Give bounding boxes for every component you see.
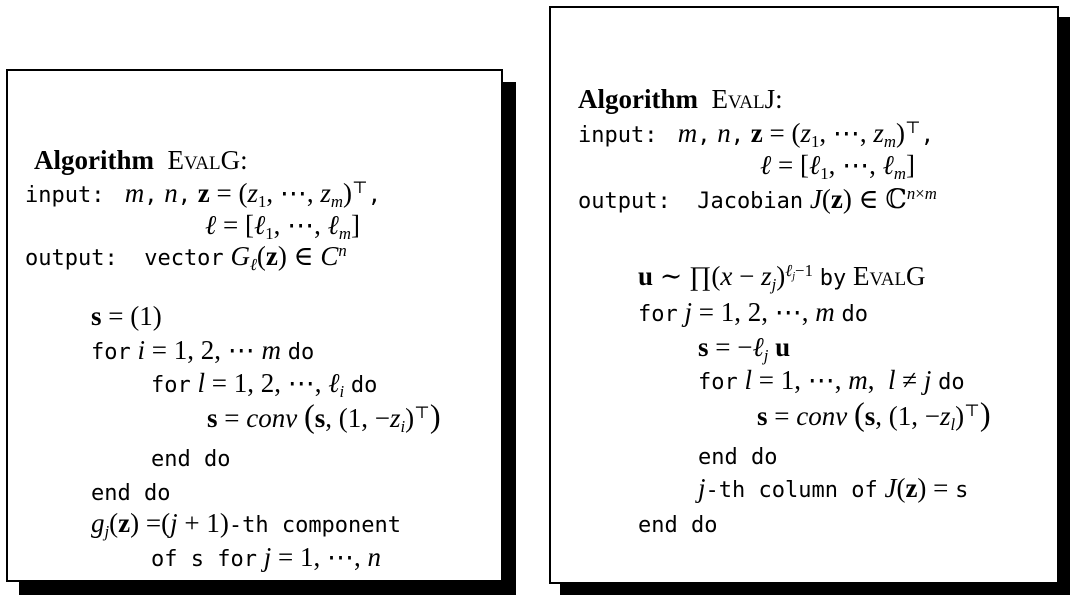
body-line-7: gj(z) =(j + 1)-th component: [91, 508, 402, 542]
body-line-5: s = conv (s, (1, −zl)⊤): [757, 397, 991, 435]
input-line: input: m, n, z = (z1, ⋯, zm)⊤,: [25, 177, 381, 212]
body-line-2: for j = 1, 2, ⋯, m do: [638, 297, 868, 327]
input-line-2: ℓ = [ℓ1, ⋯, ℓm]: [760, 150, 915, 184]
body-line-3: s = −ℓj u: [698, 332, 791, 366]
body-line-5: end do: [151, 447, 231, 472]
body-line-2: for i = 1, 2, ⋯ m do: [91, 335, 315, 365]
body-line-8: of s for j = 1, ⋯, n: [151, 542, 381, 572]
input-line: input: m, n, z = (z1, ⋯, zm)⊤,: [578, 117, 934, 152]
body-line-3: for l = 1, 2, ⋯, ℓi do: [151, 368, 378, 402]
body-line-1: u ∼ ∏(x − zj)ℓj−1 by EvalG: [638, 260, 926, 295]
body-line-8: end do: [638, 513, 718, 538]
body-line-6: end do: [698, 445, 778, 470]
body-line-6: end do: [91, 481, 171, 506]
output-line: output: Jacobian J(z) ∈ ℂn×m: [578, 183, 937, 214]
algorithm-title: Algorithm EvalJ:: [578, 84, 783, 114]
body-line-4: for l = 1, ⋯, m, l ≠ j do: [698, 365, 965, 395]
body-line-1: s = (1): [91, 301, 162, 331]
algorithm-title: Algorithm EvalG:: [34, 145, 248, 175]
output-line: output: vector Gℓ(z) ∈ Cn: [25, 240, 347, 275]
algorithm-evalg-box: Algorithm EvalG: input: m, n, z = (z1, ⋯…: [6, 69, 503, 582]
algorithm-evalj-box: Algorithm EvalJ: input: m, n, z = (z1, ⋯…: [549, 6, 1059, 584]
body-line-4: s = conv (s, (1, −zi)⊤): [207, 399, 441, 437]
body-line-7: j-th column of J(z) = s: [698, 473, 969, 503]
input-line-2: ℓ = [ℓ1, ⋯, ℓm]: [205, 210, 360, 244]
